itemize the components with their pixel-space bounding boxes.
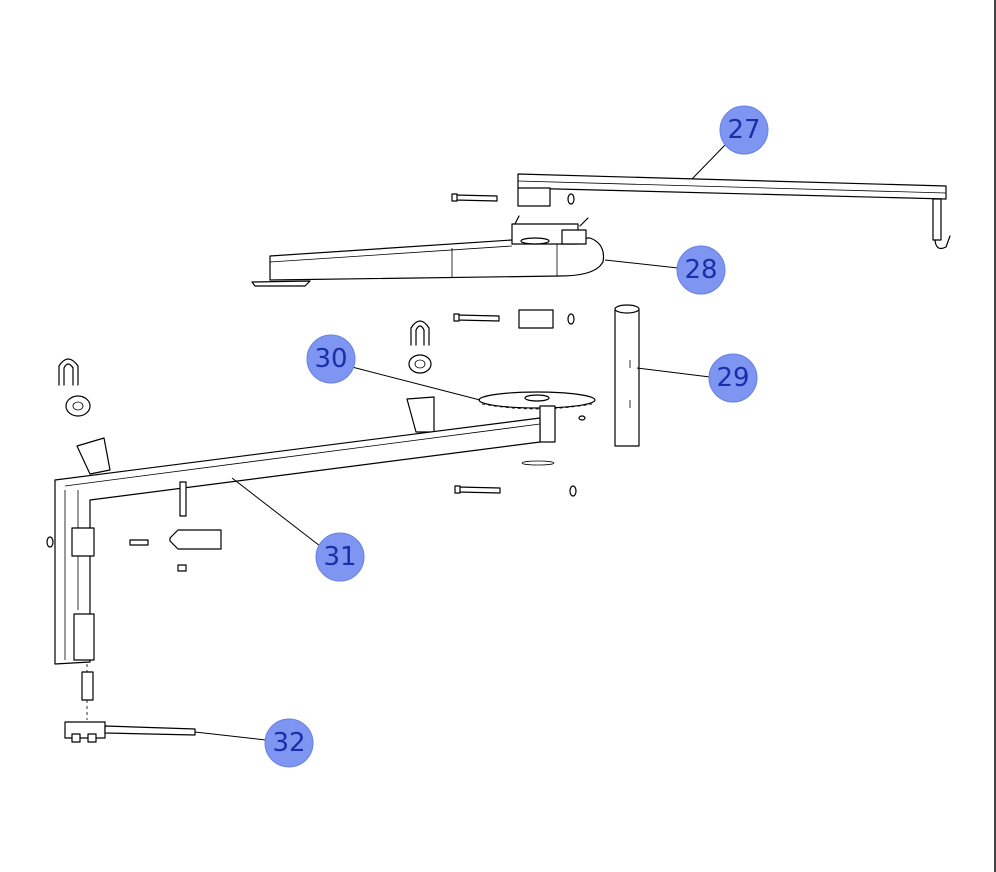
callout-27: 27 [719,105,769,155]
hardware-row-lower [454,485,577,497]
part-29-post [614,304,640,447]
callout-28-label: 28 [684,255,717,285]
hardware-row-middle [453,309,575,329]
part-28-housing [251,215,605,287]
callout-32-label: 32 [272,728,305,758]
callout-30-label: 30 [314,344,347,374]
pin-hardware [129,481,222,572]
callout-32: 32 [264,718,314,768]
part-31-main-frame [46,417,541,665]
callout-29-label: 29 [716,363,749,393]
callout-29: 29 [708,353,758,403]
callout-30: 30 [306,334,356,384]
callout-28: 28 [676,245,726,295]
u-bolt-right [408,320,432,374]
part-32-shaft [64,664,196,743]
u-bolt-left [58,358,91,417]
callout-27-label: 27 [727,115,760,145]
page-border-right [994,0,996,872]
part-27-upper-arm [451,173,951,250]
part-30-sprocket [478,391,596,466]
callout-31-label: 31 [323,542,356,572]
leader-lines [194,143,727,741]
callout-31: 31 [315,532,365,582]
